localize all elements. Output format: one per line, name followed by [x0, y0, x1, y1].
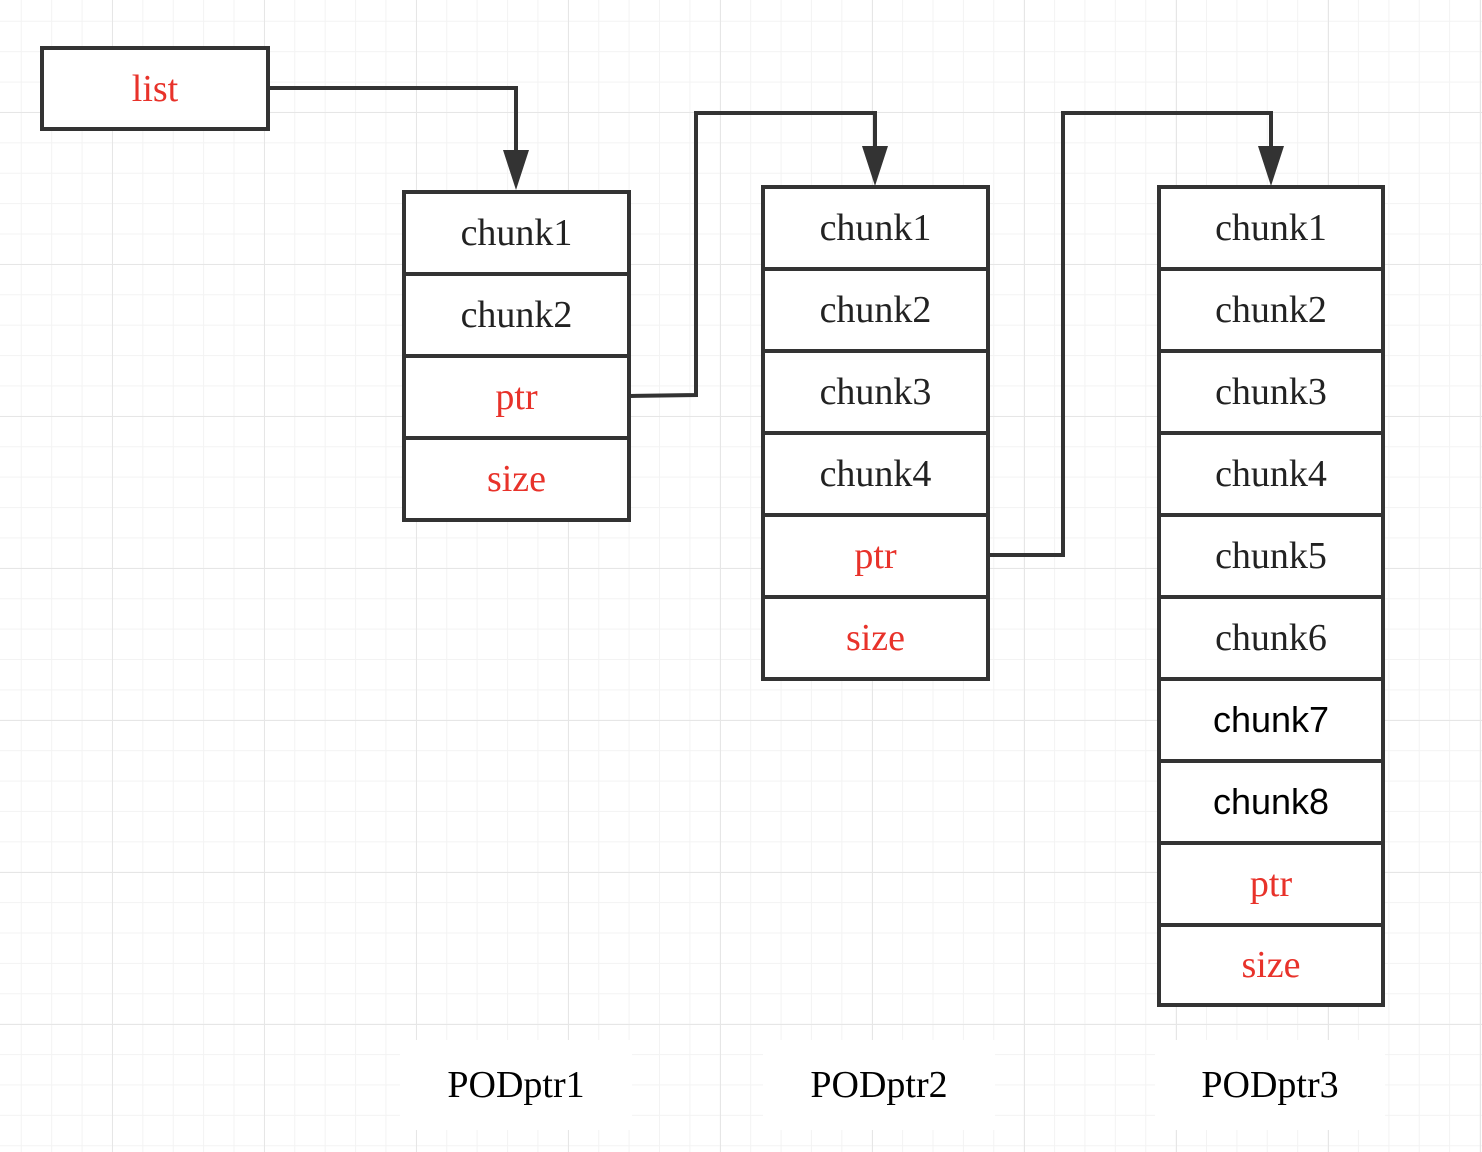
podptr3-cell-chunk6: chunk6	[1157, 595, 1385, 681]
podptr3-cell-chunk4: chunk4	[1157, 431, 1385, 517]
caption-label: PODptr1	[447, 1064, 585, 1106]
cell-label: ptr	[854, 535, 897, 577]
podptr3-cell-chunk7: chunk7	[1157, 677, 1385, 763]
arrow-podptr2-to-podptr3	[989, 111, 1273, 557]
arrowhead-podptr1	[503, 150, 529, 190]
cell-label: chunk1	[819, 207, 932, 249]
podptr3-caption: PODptr3	[1155, 1040, 1385, 1130]
list-head-label: list	[131, 67, 179, 110]
podptr2-cell-ptr: ptr	[761, 513, 990, 599]
cell-label: chunk7	[1212, 699, 1330, 740]
caption-label: PODptr2	[810, 1064, 948, 1106]
podptr1-cell-chunk1: chunk1	[402, 190, 631, 276]
cell-label: ptr	[1249, 863, 1293, 905]
cell-label: chunk2	[819, 289, 932, 331]
cell-label: size	[1241, 944, 1301, 986]
cell-label: chunk4	[819, 453, 932, 495]
podptr2-cell-chunk2: chunk2	[761, 267, 990, 353]
cell-label: chunk4	[1215, 453, 1327, 495]
podptr2-cell-size: size	[761, 595, 990, 681]
cell-label: chunk3	[1215, 371, 1327, 413]
podptr1-cell-ptr: ptr	[402, 354, 631, 440]
cell-label: chunk6	[1215, 617, 1327, 659]
cell-label: chunk1	[460, 212, 573, 254]
podptr2-cell-chunk3: chunk3	[761, 349, 990, 435]
cell-label: size	[486, 458, 547, 500]
cell-label: chunk5	[1215, 535, 1327, 577]
cell-label: chunk2	[460, 294, 573, 336]
podptr2-cell-chunk4: chunk4	[761, 431, 990, 517]
podptr1-caption: PODptr1	[400, 1040, 632, 1130]
podptr2-caption: PODptr2	[763, 1040, 995, 1130]
arrow-list-to-podptr1	[268, 86, 518, 160]
podptr3-cell-chunk3: chunk3	[1157, 349, 1385, 435]
cell-label: ptr	[495, 376, 538, 418]
cell-label: chunk8	[1212, 781, 1330, 822]
arrow-podptr1-to-podptr2	[629, 111, 877, 398]
cell-label: size	[845, 617, 906, 659]
podptr3-cell-chunk8: chunk8	[1157, 759, 1385, 845]
podptr2-cell-chunk1: chunk1	[761, 185, 990, 271]
podptr3-cell-chunk5: chunk5	[1157, 513, 1385, 599]
list-head-node: list	[40, 46, 270, 131]
cell-label: chunk2	[1215, 289, 1327, 331]
podptr3-cell-ptr: ptr	[1157, 841, 1385, 927]
podptr3-cell-chunk2: chunk2	[1157, 267, 1385, 353]
arrowhead-podptr2	[862, 146, 888, 186]
podptr3-cell-size: size	[1157, 923, 1385, 1007]
caption-label: PODptr3	[1201, 1064, 1339, 1106]
cell-label: chunk1	[1215, 207, 1327, 249]
arrowhead-podptr3	[1258, 146, 1284, 186]
podptr1-cell-size: size	[402, 436, 631, 522]
podptr1-cell-chunk2: chunk2	[402, 272, 631, 358]
podptr3-cell-chunk1: chunk1	[1157, 185, 1385, 271]
cell-label: chunk3	[819, 371, 932, 413]
